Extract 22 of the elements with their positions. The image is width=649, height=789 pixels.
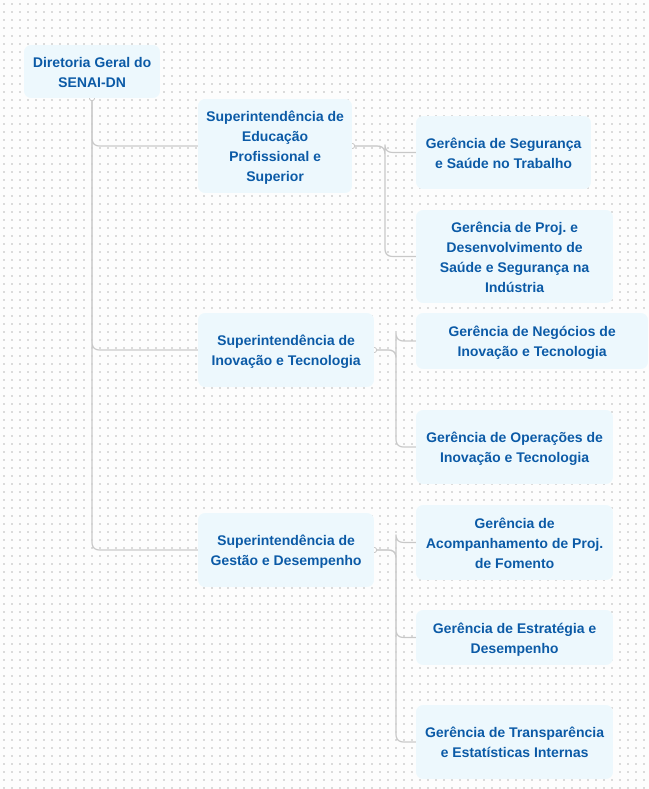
org-box (416, 210, 613, 303)
unit-name: Gerência de Proj. e Desenvolvimento de Saúde e Segurança na Indústria (438, 218, 590, 296)
org-box (24, 45, 160, 98)
unit-name: Gerência de Negócios de Inovação e Tecnologia (447, 322, 617, 361)
org-box (416, 410, 613, 484)
unit-name: Superintendência de Educação Profissional e Superior (206, 107, 344, 186)
org-box (198, 513, 374, 587)
org-box (416, 705, 613, 779)
org-box (416, 505, 613, 580)
unit-name: Gerência de Operações de Inovação e Tecnologia (425, 428, 604, 467)
org-box (198, 99, 352, 193)
org-box (416, 313, 648, 369)
unit-name: Superintendência de Gestão e Desempenho (210, 531, 362, 570)
org-box (416, 116, 591, 189)
unit-name: Gerência de Estratégia e Desempenho (432, 618, 598, 658)
unit-name: Diretoria Geral do SENAI-DN (32, 52, 152, 92)
unit-name: Gerência de Segurança e Saúde no Trabalho (424, 134, 582, 172)
unit-name: Superintendência de Inovação e Tecnologia (210, 331, 362, 370)
org-box (198, 313, 374, 387)
unit-name: Gerência de Transparência e Estatísticas Internas (424, 723, 605, 762)
unit-name: Gerência de Acompanhamento de Proj. de Fomento (424, 514, 604, 572)
org-box (416, 610, 613, 665)
